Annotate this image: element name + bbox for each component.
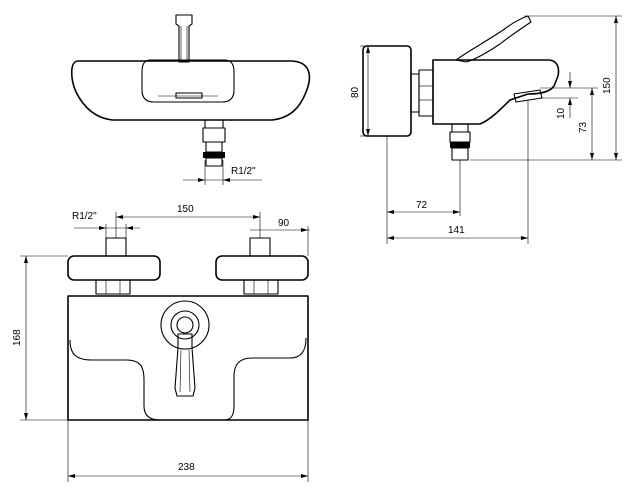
front-168-dimension: 168 [12,255,144,421]
front-238-dimension: 238 [67,420,309,482]
front-r12-dimension: R1/2" [72,211,140,238]
front-150-dimension: 150 [115,204,261,222]
top-r12-dimension: R1/2" [183,160,262,185]
top-outlet [204,119,224,129]
front-left-flange [67,255,161,281]
side-80-dimension: 80 [350,45,374,137]
front-lever-assembly [160,300,210,397]
side-view: 80 150 73 10 [350,15,622,244]
front-body-inner-contour [69,337,307,421]
top-cartridge [141,59,235,103]
side-150-label: 150 [602,77,613,94]
side-73-label: 73 [578,121,589,133]
top-r12-label: R1/2" [231,166,256,177]
front-90-label: 90 [278,218,290,229]
front-238-label: 238 [178,462,195,473]
top-body-outline [70,60,311,121]
front-90-dimension: 90 [250,218,310,256]
front-view: 150 R1/2" 90 168 [12,204,310,482]
side-73-dimension: 73 [540,87,598,160]
side-80-label: 80 [350,86,361,98]
side-141-label: 141 [448,225,465,236]
front-lever-handle [174,333,196,397]
front-150-label: 150 [177,204,194,215]
side-10-dimension: 10 [540,72,578,119]
side-lever [455,15,532,63]
side-wall-plate [362,45,412,137]
front-right-flange [215,255,309,281]
side-141-dimension: 141 [387,100,529,244]
top-view: R1/2" [70,14,311,185]
front-r12-label: R1/2" [72,211,97,222]
top-lever [175,14,193,63]
side-72-label: 72 [416,200,428,211]
side-10-label: 10 [556,107,567,119]
side-72-dimension: 72 [386,136,461,244]
side-150-dimension: 150 [470,15,622,161]
front-168-label: 168 [12,329,23,346]
side-body [432,59,560,125]
